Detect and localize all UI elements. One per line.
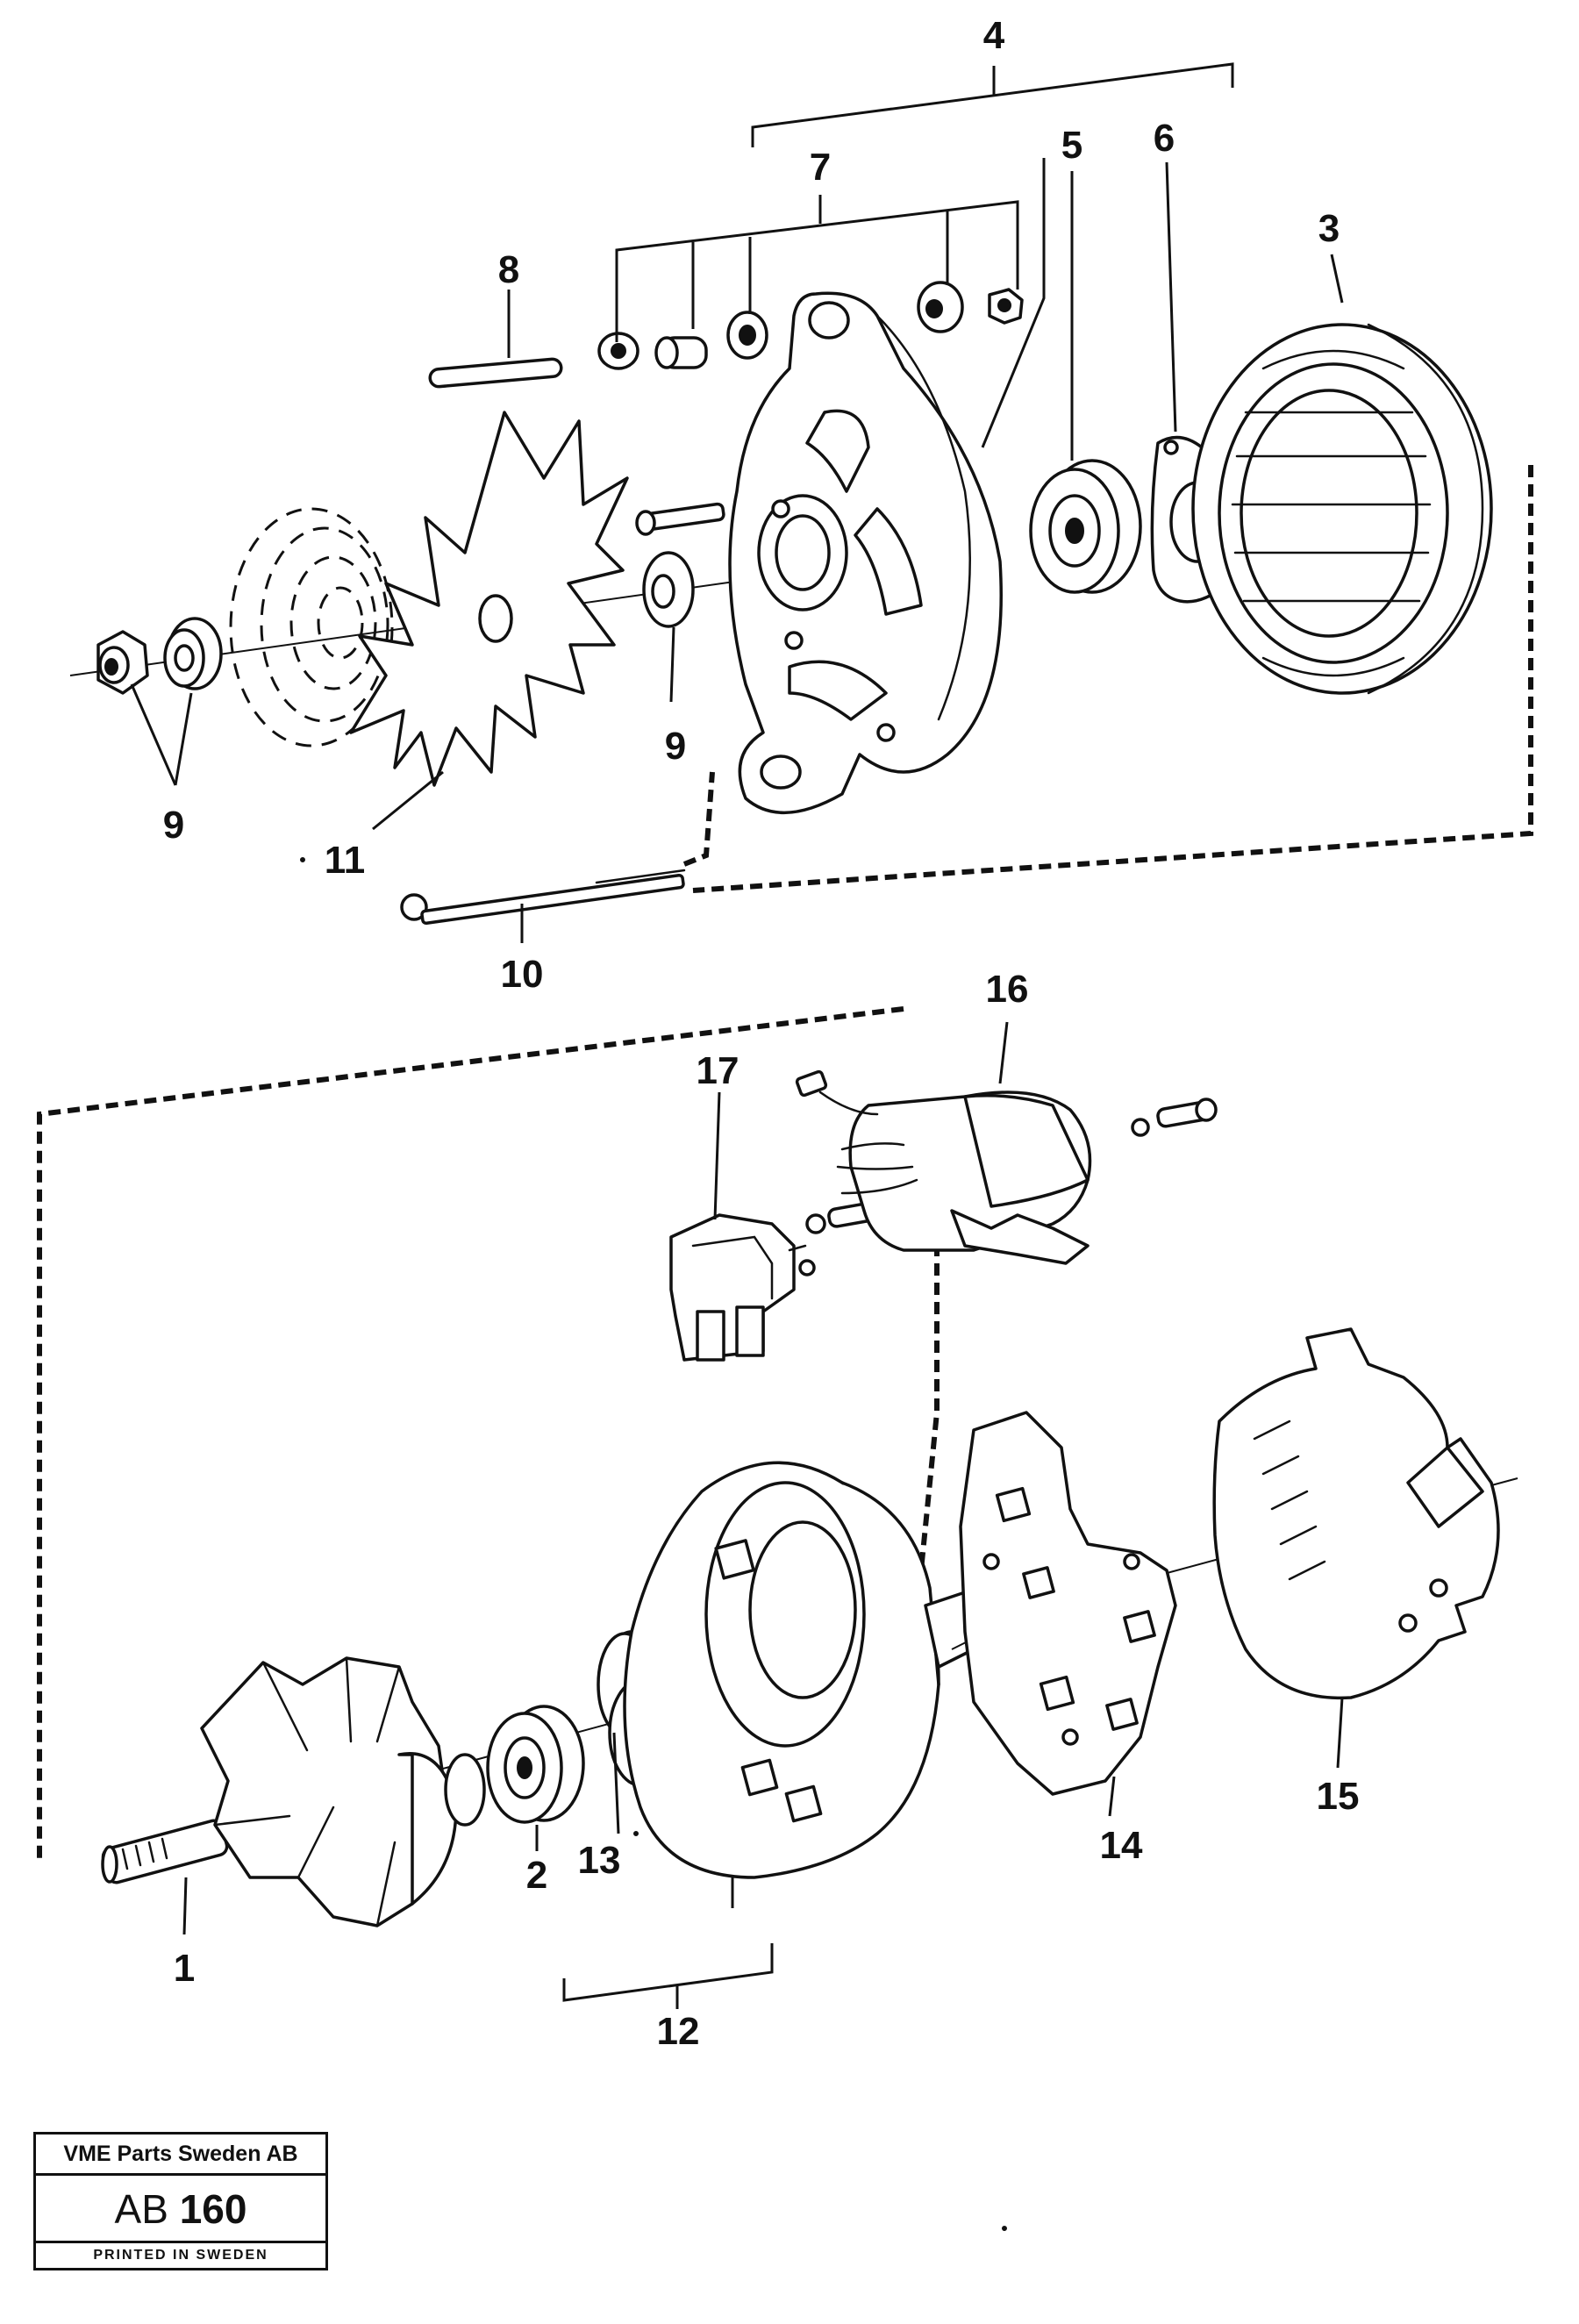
leader-14 bbox=[1108, 1776, 1116, 1817]
label-14: 14 bbox=[1100, 1824, 1143, 1867]
leader-6 bbox=[1165, 161, 1177, 433]
label-11: 11 bbox=[325, 839, 366, 882]
leader-17 bbox=[713, 1091, 721, 1220]
dashed-link-bolt bbox=[682, 771, 715, 867]
leader-3 bbox=[1330, 254, 1344, 304]
part-regulator bbox=[669, 1202, 875, 1362]
part-rectifier bbox=[959, 1411, 1177, 1796]
title-stamp: VME Parts Sweden AB AB 160 PRINTED IN SW… bbox=[33, 2132, 328, 2270]
part-bearing bbox=[1029, 459, 1142, 594]
label-9-left: 9 bbox=[163, 804, 184, 847]
leader-9-left bbox=[130, 683, 193, 786]
stamp-code: AB 160 bbox=[36, 2176, 325, 2242]
stamp-company: VME Parts Sweden AB bbox=[36, 2135, 325, 2176]
part-rectifier-top bbox=[795, 1069, 1218, 1265]
part-pin bbox=[428, 357, 563, 389]
part-cover bbox=[1212, 1327, 1500, 1700]
label-4: 4 bbox=[983, 14, 1005, 57]
label-9-middle: 9 bbox=[665, 725, 686, 768]
dashed-link-lower-left bbox=[37, 1006, 904, 1864]
bracket-7 bbox=[615, 200, 1019, 342]
stamp-code-number: 160 bbox=[179, 2186, 247, 2232]
label-15: 15 bbox=[1317, 1775, 1360, 1818]
label-8: 8 bbox=[498, 248, 519, 291]
label-7: 7 bbox=[810, 146, 831, 189]
bracket-12 bbox=[562, 1943, 774, 2002]
label-3: 3 bbox=[1318, 207, 1340, 250]
label-16: 16 bbox=[986, 968, 1029, 1011]
dashed-link-stator bbox=[692, 465, 1533, 893]
label-6: 6 bbox=[1154, 117, 1175, 160]
label-5: 5 bbox=[1061, 124, 1082, 167]
stamp-printed: PRINTED IN SWEDEN bbox=[36, 2241, 325, 2268]
leader-13 bbox=[612, 1732, 620, 1834]
bracket-4 bbox=[751, 62, 1234, 147]
part-bushings bbox=[597, 281, 1024, 370]
stamp-code-prefix: AB bbox=[114, 2186, 168, 2232]
leader-11 bbox=[372, 770, 444, 831]
label-13: 13 bbox=[578, 1839, 621, 1882]
label-12: 12 bbox=[657, 2010, 700, 2053]
leader-15 bbox=[1336, 1697, 1344, 1769]
part-washer-outer bbox=[163, 617, 223, 690]
part-long-bolt bbox=[400, 869, 686, 926]
part-pulley-dashed bbox=[229, 507, 394, 747]
speck bbox=[633, 1831, 639, 1836]
leader-5-housing bbox=[981, 158, 1046, 448]
part-bolt-small bbox=[635, 502, 725, 536]
part-rotor bbox=[101, 1656, 486, 1927]
speck bbox=[300, 857, 305, 862]
part-nut bbox=[96, 630, 149, 695]
part-stator bbox=[1191, 323, 1493, 695]
leader-16 bbox=[998, 1021, 1009, 1084]
label-2: 2 bbox=[526, 1854, 547, 1897]
leader-1 bbox=[182, 1877, 188, 1935]
part-washer-middle bbox=[642, 551, 695, 628]
label-1: 1 bbox=[174, 1947, 195, 1990]
speck bbox=[1002, 2226, 1007, 2231]
part-drive-end-housing bbox=[728, 291, 1003, 814]
leader-9-middle bbox=[669, 626, 675, 703]
label-17: 17 bbox=[697, 1049, 739, 1092]
part-fan bbox=[349, 411, 629, 787]
part-slip-end-housing bbox=[608, 1461, 988, 1879]
part-bearing-lower bbox=[486, 1705, 585, 1824]
label-10: 10 bbox=[501, 953, 544, 996]
